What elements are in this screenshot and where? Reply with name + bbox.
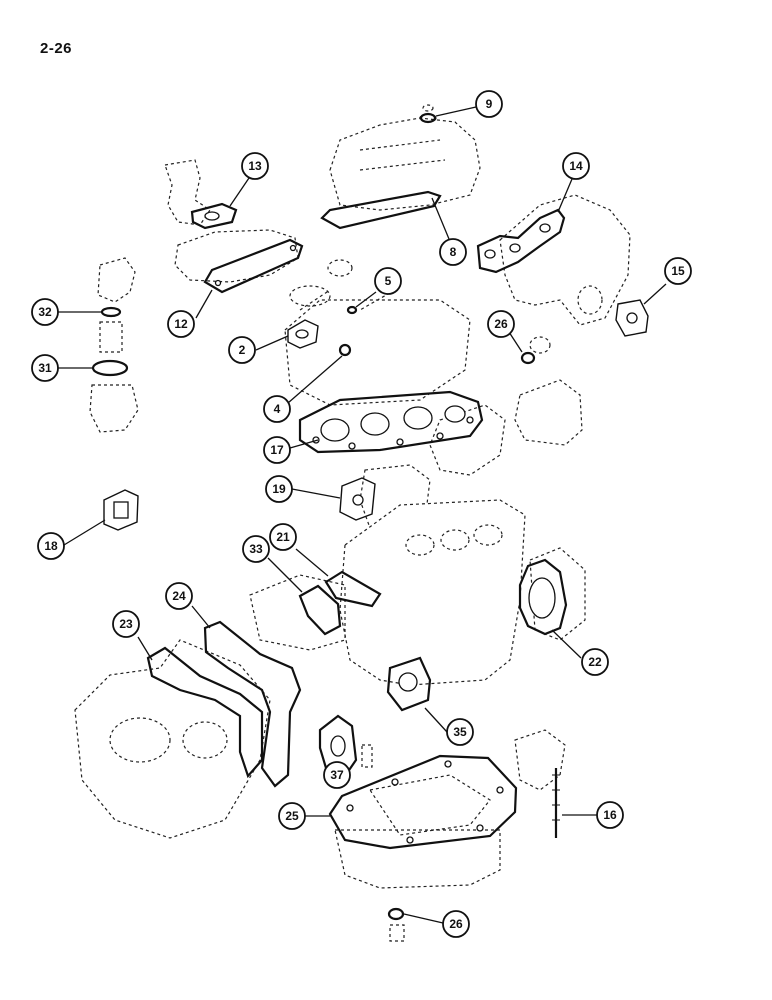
exhaust-manifold: [499, 194, 631, 326]
callout-21: 21: [269, 523, 297, 551]
callout-12: 12: [167, 310, 195, 338]
oil-filter-adapter: [89, 384, 139, 433]
svg-text:25: 25: [285, 809, 299, 823]
leader-lines: [58, 106, 667, 924]
ghost-parts: [74, 104, 631, 942]
water-outlet-gasket: [190, 202, 238, 230]
callout-18: 18: [37, 532, 65, 560]
svg-text:33: 33: [249, 542, 263, 556]
callout-26-upper: 26: [487, 310, 515, 338]
svg-text:32: 32: [38, 305, 52, 319]
svg-text:22: 22: [588, 655, 602, 669]
svg-text:31: 31: [38, 361, 52, 375]
callout-33: 33: [242, 535, 270, 563]
svg-text:5: 5: [385, 274, 392, 288]
callout-14: 14: [562, 152, 590, 180]
engine-block: [339, 499, 526, 686]
callout-35: 35: [446, 718, 474, 746]
callout-8: 8: [439, 238, 467, 266]
oil-filter: [514, 379, 583, 446]
svg-text:23: 23: [119, 617, 133, 631]
o-ring-large: [91, 359, 129, 377]
o-ring-small: [100, 306, 122, 318]
water-pump: [429, 404, 506, 476]
svg-text:18: 18: [44, 539, 58, 553]
callout-5: 5: [374, 267, 402, 295]
thermostat-housing: [164, 159, 211, 226]
rocker-cover-gasket: [320, 190, 442, 230]
svg-text:19: 19: [272, 482, 286, 496]
callout-22: 22: [581, 648, 609, 676]
intake-manifold-gasket: [203, 238, 304, 294]
valve-stem-seal: [346, 305, 358, 315]
svg-text:16: 16: [603, 808, 617, 822]
cover-plate-gasket: [103, 489, 139, 531]
svg-text:24: 24: [172, 589, 186, 603]
svg-text:37: 37: [330, 768, 344, 782]
pump-body-gasket: [298, 584, 342, 636]
support-bracket: [514, 729, 566, 791]
timing-case-gasket: [146, 646, 264, 779]
svg-text:17: 17: [270, 443, 284, 457]
cylinder-head: [284, 299, 471, 406]
rocker-cover: [329, 117, 481, 211]
fuel-pump-gasket: [339, 477, 376, 521]
svg-text:26: 26: [449, 917, 463, 931]
callout-15: 15: [664, 257, 692, 285]
svg-text:15: 15: [671, 264, 685, 278]
oil-filler-cap-seal: [419, 112, 437, 124]
callout-32: 32: [31, 298, 59, 326]
flange-gasket: [318, 714, 358, 778]
exhaust-manifold-gasket: [476, 208, 566, 274]
rear-seal-housing-gasket: [518, 558, 568, 636]
seal-upper: [520, 351, 536, 365]
svg-text:4: 4: [274, 402, 281, 416]
water-pump-gasket: [324, 570, 382, 608]
callout-2: 2: [228, 336, 256, 364]
svg-text:13: 13: [248, 159, 262, 173]
cylinder-head-gasket: [298, 390, 484, 454]
gasket-parts: [91, 112, 649, 921]
callout-13: 13: [241, 152, 269, 180]
svg-text:12: 12: [174, 317, 188, 331]
callouts: 9 13 14 8 15 5 32 12 26 2 31 4 17 19 18 …: [31, 90, 692, 938]
oil-pan-gasket: [328, 754, 518, 850]
callout-23: 23: [112, 610, 140, 638]
exhaust-flange-gasket: [615, 299, 649, 337]
callout-4: 4: [263, 395, 291, 423]
side-cover-gasket: [386, 656, 432, 712]
callout-37: 37: [323, 761, 351, 789]
svg-text:8: 8: [450, 245, 457, 259]
injector-seal: [338, 343, 352, 357]
callout-26-lower: 26: [442, 910, 470, 938]
svg-text:9: 9: [486, 97, 493, 111]
svg-text:21: 21: [276, 530, 290, 544]
callout-31: 31: [31, 354, 59, 382]
bypass-elbow: [97, 257, 136, 303]
intake-manifold: [174, 229, 299, 283]
timing-cover-gasket: [203, 620, 302, 788]
drain-plug-washer: [387, 907, 405, 921]
page-number: 2-26: [40, 40, 73, 57]
callout-25: 25: [278, 802, 306, 830]
callout-16: 16: [596, 801, 624, 829]
callout-19: 19: [265, 475, 293, 503]
callout-9: 9: [475, 90, 503, 118]
thermostat-gasket: [287, 319, 319, 349]
svg-text:26: 26: [494, 317, 508, 331]
svg-text:2: 2: [239, 343, 246, 357]
svg-text:35: 35: [453, 725, 467, 739]
callout-24: 24: [165, 582, 193, 610]
svg-text:14: 14: [569, 159, 583, 173]
callout-17: 17: [263, 436, 291, 464]
timing-gear-housing: [74, 639, 271, 839]
